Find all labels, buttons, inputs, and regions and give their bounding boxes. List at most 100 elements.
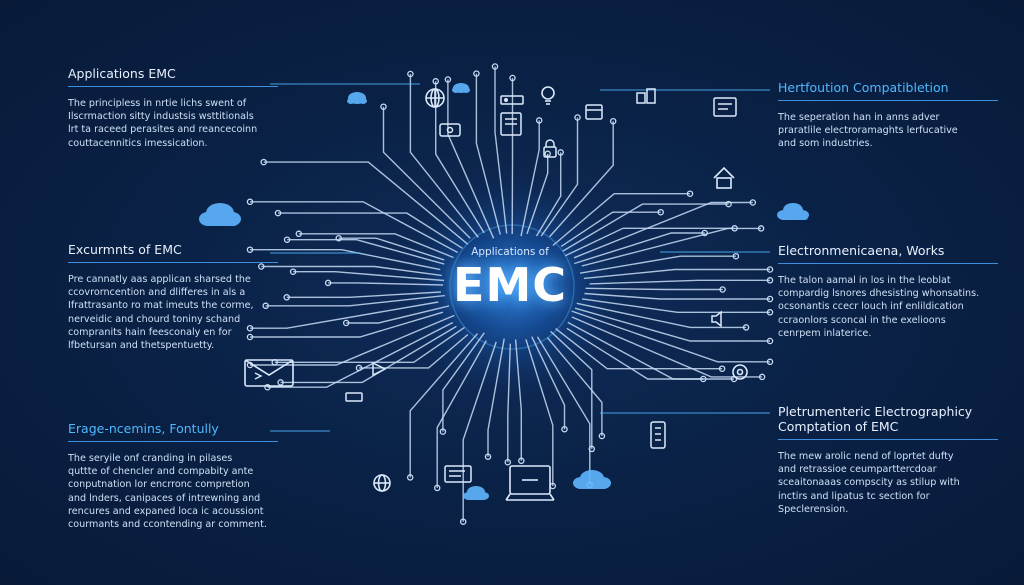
trace-endpoint <box>342 319 350 327</box>
trace-endpoint <box>380 103 387 110</box>
panel-line: ccraonlors sconcal in the exelioons <box>778 314 946 326</box>
trace-endpoint <box>324 279 332 287</box>
trace-endpoint <box>407 70 414 78</box>
panel-body: The talon aamal in los in the leoblat co… <box>778 274 998 340</box>
trace-endpoint <box>264 383 271 391</box>
circuit-trace <box>267 321 454 388</box>
panel-line: couttacennitics imessication. <box>68 137 208 149</box>
trace-endpoint <box>518 457 525 465</box>
right-panel-1: Hertfoution Compatibletion The seperatio… <box>778 80 998 151</box>
circuit-trace <box>573 201 753 259</box>
circuit-trace <box>552 192 690 247</box>
panel-body: Pre cannatly aas applican sharsed the cc… <box>68 273 278 352</box>
panel-divider <box>68 262 278 263</box>
circuit-trace <box>298 233 454 259</box>
circuit-trace <box>535 152 562 237</box>
trace-endpoint <box>758 373 766 381</box>
panel-title: Electronmenicaena, Works <box>778 243 945 258</box>
panel-line: conputnation lor encrronc compretion <box>68 479 250 491</box>
trace-endpoint <box>433 484 441 492</box>
trace-endpoint <box>701 229 708 237</box>
panel-line: and retrassioe ceumparttercdoar <box>778 464 937 476</box>
panel-line: quttte of chencler and compabity ante <box>68 466 254 478</box>
trace-endpoint <box>355 364 363 372</box>
panel-divider <box>778 100 998 101</box>
circuit-trace <box>550 330 593 449</box>
circuit-trace <box>250 301 439 329</box>
panel-body: The seperation han in anns adver praratl… <box>778 111 998 151</box>
panel-line: The seperation han in anns adver <box>778 112 940 123</box>
folder-icon <box>585 104 603 120</box>
trace-endpoint <box>557 149 564 156</box>
circuit-trace <box>382 106 471 239</box>
circuit-trace <box>442 332 485 432</box>
right-panel-3: Pletrumenteric Electrographicy Comptatio… <box>778 404 998 516</box>
trace-endpoint <box>535 117 543 124</box>
panel-line: compardig lsnores dhesisting whonsatins. <box>778 288 980 300</box>
panel-line: cenrpem inlaterice. <box>778 327 872 339</box>
emc-hub: Applications of EMC <box>430 232 590 332</box>
right-panel-2: Electronmenicaena, Works The talon aamal… <box>778 243 998 340</box>
trace-endpoint <box>262 302 269 310</box>
trace-endpoint <box>246 198 254 206</box>
circuit-trace <box>531 336 566 430</box>
trace-endpoint <box>718 365 726 372</box>
circuit-trace <box>278 212 463 249</box>
trace-endpoint <box>432 78 439 85</box>
panel-line: and som industries. <box>778 138 873 150</box>
circuit-trace <box>265 294 445 307</box>
trace-endpoint <box>246 333 254 341</box>
panel-title-line: Pletrumenteric Electrographicy <box>778 404 973 419</box>
circuit-trace <box>548 121 614 238</box>
trace-endpoint <box>491 63 499 70</box>
trace-endpoint <box>295 230 303 238</box>
left-panel-2: Excurmnts of EMC Pre cannatly aas applic… <box>68 242 278 352</box>
panel-divider <box>778 439 998 440</box>
circuit-trace <box>546 337 603 436</box>
panel-line: and lnders, canipaces of intrewning and <box>68 492 261 504</box>
circuit-trace <box>579 255 736 274</box>
trace-endpoint <box>504 458 512 466</box>
circuit-trace <box>576 302 747 329</box>
cloud-icon <box>452 83 470 93</box>
circuit-trace <box>409 74 479 238</box>
trace-endpoint <box>444 76 452 83</box>
circuit-trace <box>286 291 442 298</box>
trace-endpoint <box>459 518 467 525</box>
circuit-trace <box>585 287 723 291</box>
document-icon <box>500 112 522 136</box>
trace-endpoint <box>686 190 694 197</box>
circuit-trace <box>584 292 770 300</box>
phone-icon <box>650 421 666 449</box>
trace-lines <box>250 66 770 522</box>
panel-line: inctirs and lipatus tc section for <box>778 490 930 502</box>
panel-title: Applications EMC <box>68 66 176 81</box>
trace-endpoint <box>749 199 757 206</box>
panel-line: Pre cannatly aas applican sharsed the <box>68 274 251 285</box>
circuit-trace <box>274 326 465 363</box>
panel-title-line: Comptation of EMC <box>778 419 899 434</box>
trace-endpoint <box>274 209 282 217</box>
globe-icon <box>425 88 445 108</box>
trace-endpoint <box>609 117 617 125</box>
panel-line: The mew arolic nend of loprtet dufty <box>778 451 954 462</box>
panel-line: courmants and ccontending ar comment. <box>68 519 267 531</box>
panel-body: The mew arolic nend of loprtet dufty and… <box>778 450 998 516</box>
circuit-trace <box>436 340 487 488</box>
trace-endpoint <box>246 324 254 332</box>
circuit-trace <box>582 298 770 313</box>
trace-endpoint <box>766 337 774 345</box>
document-icon <box>713 97 737 117</box>
cloud-icon <box>573 470 611 489</box>
panel-body: The principless in nrtie lichs swent of … <box>68 97 278 150</box>
circuit-trace <box>536 336 591 485</box>
trace-endpoint <box>725 200 732 208</box>
document-icon <box>444 465 472 483</box>
panel-title: Erage-ncemins, Fontully <box>68 421 219 436</box>
circuit-trace <box>562 203 729 252</box>
trace-endpoint <box>598 432 606 440</box>
panel-divider <box>778 263 998 264</box>
circuit-trace <box>540 117 579 237</box>
circuit-trace <box>507 343 511 463</box>
cloud-icon <box>199 203 241 226</box>
